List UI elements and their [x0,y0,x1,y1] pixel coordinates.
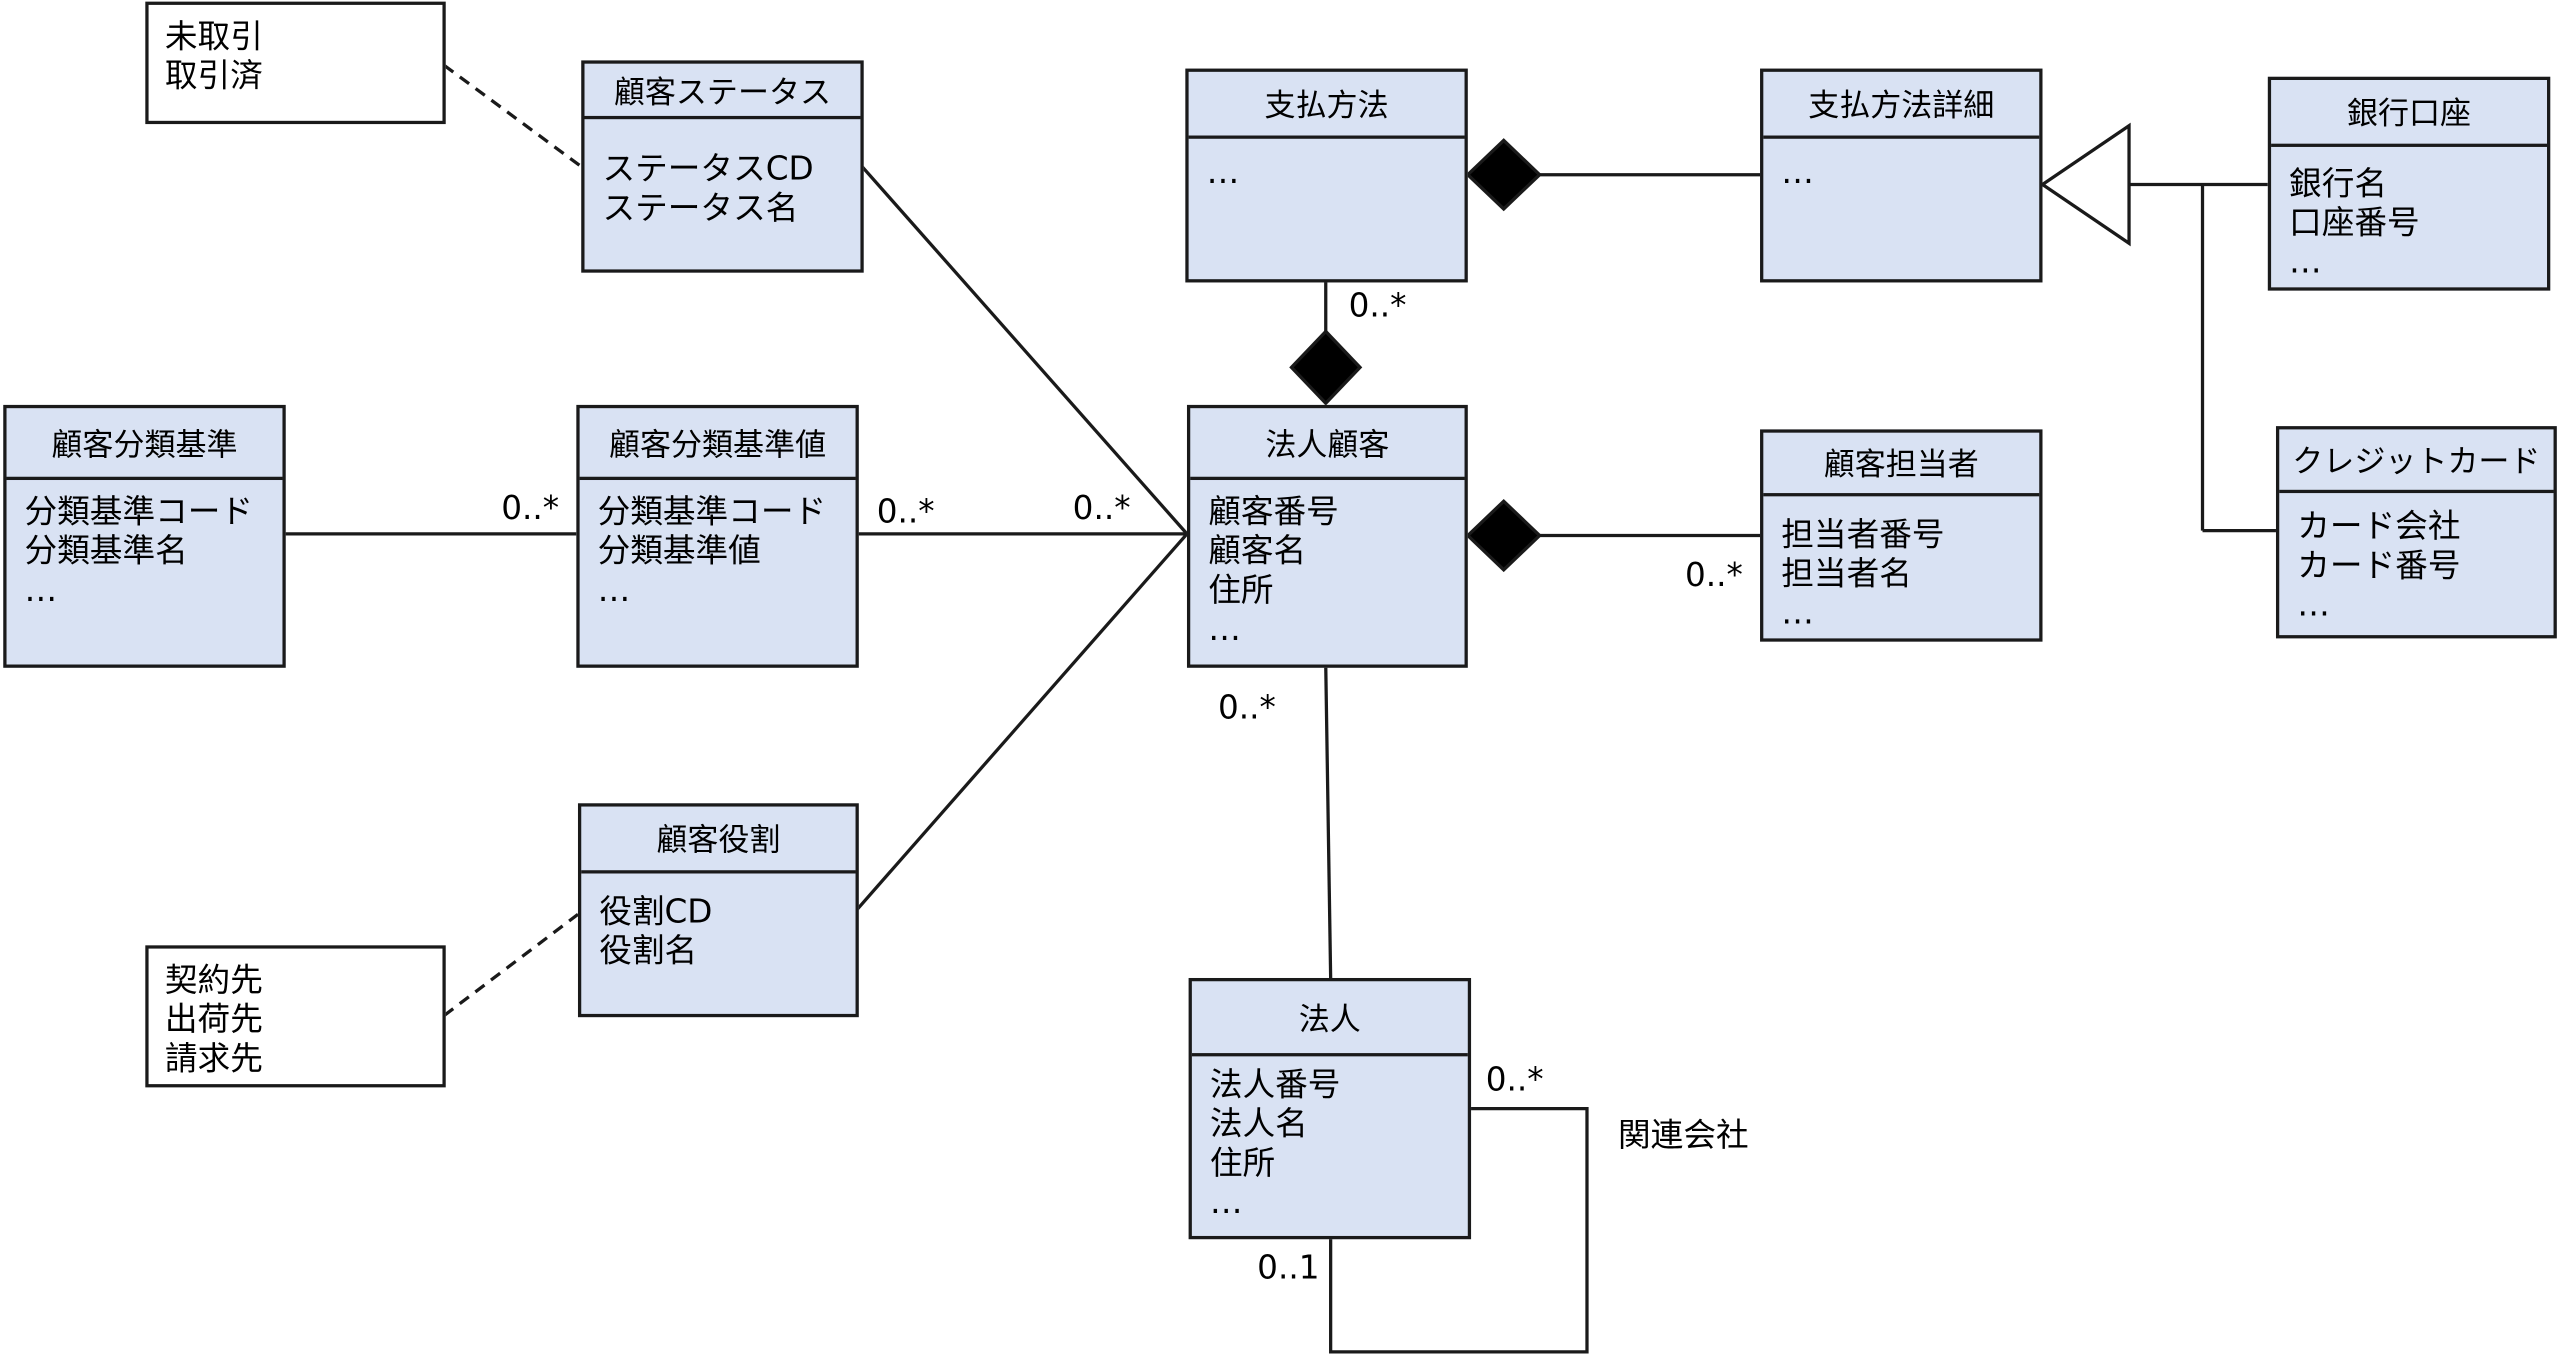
multiplicity-value-customer: 0..* [876,491,935,531]
attribute: 顧客名 [1208,530,1307,570]
attribute: 役割名 [599,930,698,970]
attribute: … [2289,241,2322,281]
class-name: クレジットカード [2279,429,2554,494]
note-role-values: 契約先 出荷先 請求先 [145,945,446,1088]
class-corporate-customer[interactable]: 法人顧客 顧客番号 顧客名 住所 … [1186,404,1468,668]
attribute: 口座番号 [2289,202,2420,242]
class-payment-method-detail[interactable]: 支払方法詳細 … [1760,68,2043,283]
class-payment-method[interactable]: 支払方法 … [1185,68,1468,283]
attribute: 分類基準値 [597,530,761,570]
class-corporation[interactable]: 法人 法人番号 法人名 住所 … [1188,977,1472,1240]
class-name: 顧客担当者 [1763,433,2040,497]
class-name: 銀行口座 [2271,80,2548,147]
attribute: 役割CD [599,891,713,931]
attribute: 分類基準名 [24,530,188,570]
attribute: … [2297,584,2330,624]
attribute: カード番号 [2297,545,2461,585]
attribute: … [1781,592,1814,632]
assoc-role-customer [855,532,1189,911]
attribute: 分類基準コード [597,491,827,531]
assoc-corporation-self [1329,1106,1589,1354]
relation-label-related-company: 関連会社 [1618,1115,1749,1155]
attribute: ステータスCD [602,148,814,188]
attribute: 法人番号 [1209,1064,1341,1104]
note-line: 請求先 [164,1038,263,1078]
attribute: 担当者番号 [1781,514,1945,554]
attribute: … [1206,151,1240,192]
multiplicity-corporation-self-bottom: 0..1 [1257,1247,1320,1287]
note-line: 出荷先 [164,999,263,1039]
note-line: 取引済 [164,55,263,95]
note-link-status [443,63,583,168]
generalization-triangle [2039,122,2131,247]
attribute: … [1209,1182,1243,1222]
attribute: 法人名 [1209,1103,1308,1143]
attribute: … [1781,151,1814,192]
attribute: 分類基準コード [24,491,254,531]
class-name: 顧客役割 [581,807,856,874]
attribute: ステータス名 [602,187,799,227]
note-status-values: 未取引 取引済 [145,1,446,125]
class-customer-contact[interactable]: 顧客担当者 担当者番号 担当者名 … [1760,429,2043,642]
class-name: 顧客分類基準 [6,408,283,481]
note-link-role [443,913,579,1017]
composition-diamond-payment [1289,329,1363,406]
class-bank-account[interactable]: 銀行口座 銀行名 口座番号 … [2267,76,2551,291]
attribute: … [597,569,631,609]
composition-diamond-detail [1465,138,1543,212]
class-credit-card[interactable]: クレジットカード カード会社 カード番号 … [2275,426,2557,639]
attribute: … [1208,608,1241,649]
class-classification-value[interactable]: 顧客分類基準値 分類基準コード 分類基準値 … [576,404,859,668]
class-customer-role[interactable]: 顧客役割 役割CD 役割名 [577,803,859,1018]
attribute: 銀行名 [2289,163,2388,203]
class-name: 顧客ステータス [584,64,861,120]
assoc-customer-corporation [1324,666,1333,979]
attribute: 担当者名 [1781,553,1912,593]
class-customer-status[interactable]: 顧客ステータス ステータスCD ステータス名 [581,60,864,273]
class-name: 顧客分類基準値 [579,408,856,481]
multiplicity-customer-left: 0..* [1072,488,1131,528]
attribute: 住所 [1208,569,1274,609]
multiplicity-criteria-value: 0..* [501,488,560,528]
multiplicity-corporation-self-top: 0..* [1485,1059,1544,1099]
class-name: 法人顧客 [1190,408,1465,481]
composition-diamond-contact [1465,498,1543,573]
attribute: 住所 [1209,1142,1276,1183]
class-name: 支払方法 [1188,72,1465,139]
class-classification-criteria[interactable]: 顧客分類基準 分類基準コード 分類基準名 … [3,404,286,668]
class-name: 法人 [1191,981,1468,1057]
attribute: 顧客番号 [1208,491,1339,531]
note-line: 未取引 [164,16,263,56]
multiplicity-contact: 0..* [1684,555,1743,595]
attribute: … [24,569,58,609]
assoc-status-customer [860,165,1189,535]
class-name: 支払方法詳細 [1763,72,2040,139]
multiplicity-customer-corporation: 0..* [1217,687,1276,727]
attribute: カード会社 [2297,506,2461,546]
note-line: 契約先 [164,960,263,1000]
multiplicity-payment-customer: 0..* [1348,285,1407,325]
